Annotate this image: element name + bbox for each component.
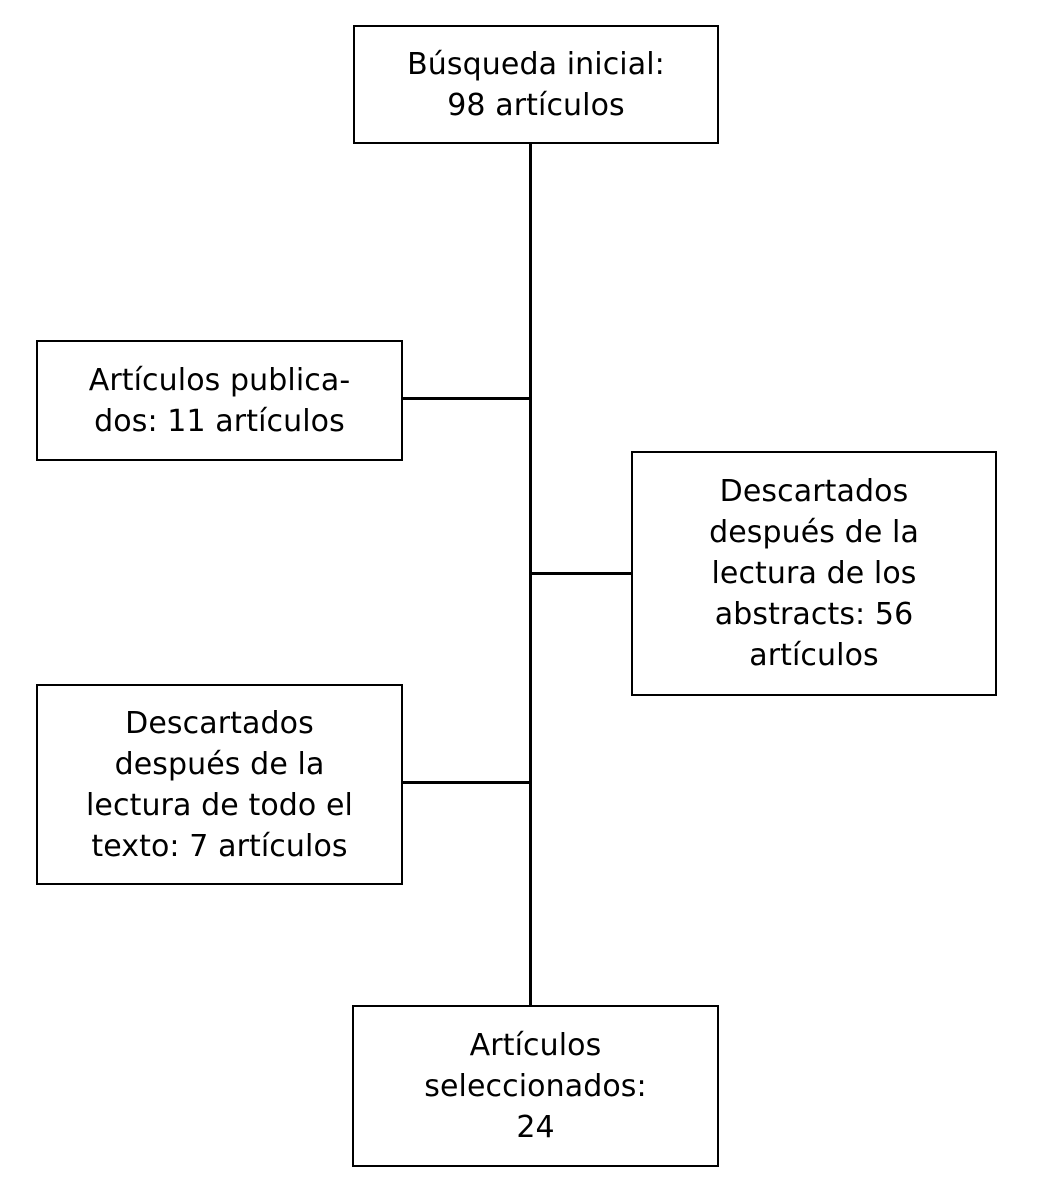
node-published-articles-label: Artículos publica- dos: 11 artículos (88, 362, 351, 439)
connector-to-discarded-abstracts (529, 572, 633, 575)
node-discarded-after-fulltext-label: Descartados después de la lectura de tod… (86, 705, 353, 864)
node-initial-search-label: Búsqueda inicial: 98 artículos (407, 46, 665, 123)
node-discarded-after-fulltext: Descartados después de la lectura de tod… (36, 684, 403, 885)
node-selected-articles: Artículos seleccionados: 24 (352, 1005, 719, 1167)
connector-main-spine (529, 142, 532, 1008)
node-published-articles: Artículos publica- dos: 11 artículos (36, 340, 403, 461)
node-selected-articles-label: Artículos seleccionados: 24 (424, 1027, 647, 1145)
node-discarded-after-abstracts: Descartados después de la lectura de los… (631, 451, 997, 696)
node-initial-search: Búsqueda inicial: 98 artículos (353, 25, 719, 144)
connector-to-discarded-fulltext (402, 781, 531, 784)
connector-to-published (402, 397, 531, 400)
node-discarded-after-abstracts-label: Descartados después de la lectura de los… (709, 474, 919, 673)
